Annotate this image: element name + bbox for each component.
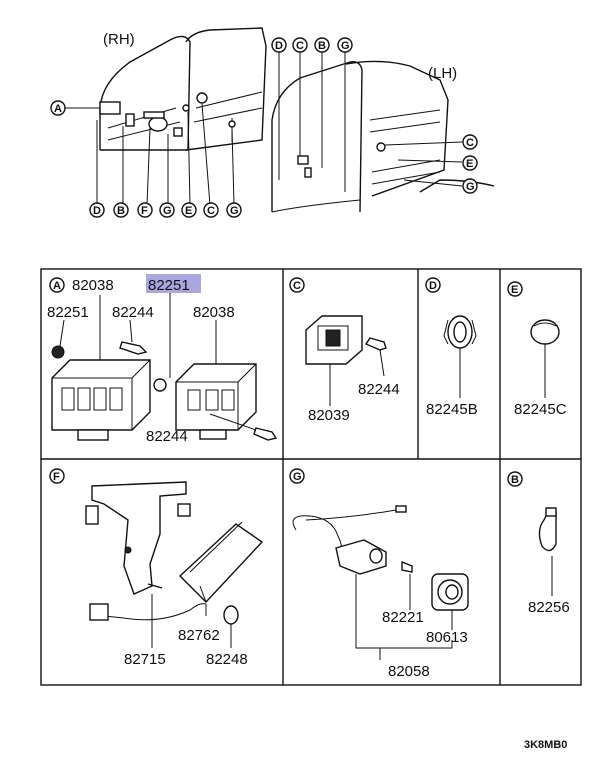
screw-icon [119,341,148,355]
callout-b: B [117,205,125,217]
panel-c-letter: C [293,280,301,292]
label-82038-right: 82038 [193,304,235,321]
panel-f-letter: F [53,471,60,483]
panel-g-letter: G [293,471,302,483]
lh-callout-g-right: G [466,181,475,193]
callout-f: F [141,205,148,217]
label-82244-top: 82244 [112,304,154,321]
panel-a-letter: A [53,280,61,292]
label-82221: 82221 [382,609,424,626]
panel-b-letter: B [511,474,519,486]
label-82244-bottom: 82244 [146,428,188,445]
panel-grid [40,268,582,686]
callout-circle [50,100,66,116]
callout-c: C [207,205,215,217]
label-82248: 82248 [206,651,248,668]
wire-harness [292,515,343,557]
label-80613: 80613 [426,629,468,646]
rh-label: (RH) [103,31,135,48]
callout-d: D [93,205,101,217]
callout-g: G [163,205,172,217]
window-switch-right [175,363,257,431]
label-82058: 82058 [388,663,430,680]
panel-a: A 82038 82251 82251 82244 82038 82244 [47,274,278,445]
control-module [178,523,264,604]
lh-label: (LH) [428,65,457,82]
callout-a: A [54,103,62,115]
panel-b: B 82256 [507,471,570,616]
lh-callout-d: D [275,40,283,52]
label-82038-left: 82038 [72,277,114,294]
panel-g: G 82221 80613 82058 [289,468,469,680]
lh-callouts: D C B G C E G [271,37,478,194]
door-switch [335,539,387,575]
lh-callout-c-right: C [466,137,474,149]
grommet-e [530,319,560,345]
label-82762: 82762 [178,627,220,644]
diagram-code: 3K8MB0 [524,739,567,751]
lh-callout-e-right: E [466,158,473,170]
lh-callout-c: C [296,40,304,52]
label-82251-left: 82251 [47,304,89,321]
label-82251-highlight[interactable]: 82251 [148,277,190,294]
lh-callout-b: B [318,40,326,52]
panel-f: F 82762 82715 82248 [49,468,264,668]
label-82256: 82256 [528,599,570,616]
panel-e-letter: E [511,284,518,296]
lh-door-illustration: (LH) [271,50,495,213]
callout-e: E [185,205,192,217]
label-82244: 82244 [358,381,400,398]
window-switch-left [51,359,151,431]
panel-d: D 82245B [425,277,478,418]
callout-g2: G [230,205,239,217]
mounting-bracket [91,481,187,595]
label-82039: 82039 [308,407,350,424]
panel-c: C 82244 82039 [289,277,400,424]
label-82245b: 82245B [426,401,478,418]
wire-clip [538,506,557,552]
lh-callout-g: G [341,40,350,52]
label-82715: 82715 [124,651,166,668]
panel-e: E 82245C [507,281,567,418]
clip-icon [51,345,65,359]
rh-callouts: A D B F G E C G [50,100,242,218]
highlight-box [146,274,201,293]
panel-d-letter: D [429,280,437,292]
rh-door-illustration: (RH) [64,27,267,206]
label-82245c: 82245C [514,401,567,418]
